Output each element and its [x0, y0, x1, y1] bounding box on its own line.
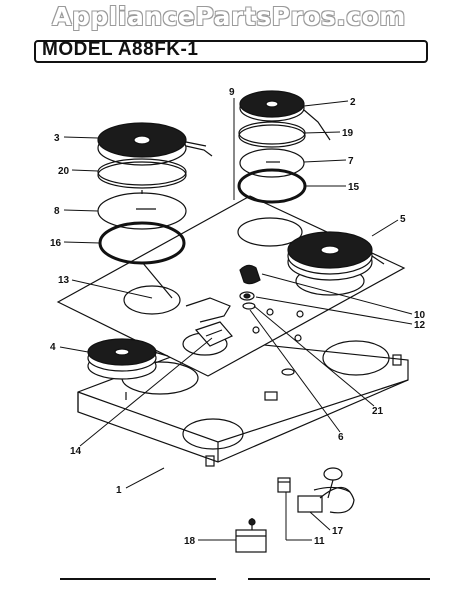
- callout-10: 10: [414, 310, 426, 321]
- element-2-assembly: [237, 90, 331, 204]
- callout-7: 7: [348, 156, 354, 167]
- callout-5: 5: [400, 214, 406, 225]
- callout-4: 4: [50, 342, 56, 353]
- small-surface-element: [87, 338, 169, 380]
- callout-19: 19: [342, 128, 354, 139]
- callout-3: 3: [54, 133, 60, 144]
- cooktop-housing: [77, 339, 409, 467]
- callout-13: 13: [58, 275, 70, 286]
- callout-1: 1: [116, 485, 122, 496]
- model-title: MODEL A88FK-1: [42, 39, 199, 60]
- element-3-assembly: [97, 122, 213, 299]
- callout-6: 6: [338, 432, 344, 443]
- footer-rule-right: [248, 578, 430, 580]
- knob-parts: [239, 264, 261, 310]
- large-surface-element: [287, 231, 385, 281]
- callout-21: 21: [372, 406, 384, 417]
- control-18: [235, 518, 267, 553]
- callout-17: 17: [332, 526, 344, 537]
- watermark-text: AppliancePartsPros.com: [52, 2, 406, 31]
- callout-labels: 1 2 3 4 5 6 7 8 9 10 11 12 13 14 15 16 1…: [50, 87, 426, 547]
- callout-2: 2: [350, 97, 356, 108]
- footer-rule-left: [60, 578, 216, 580]
- callout-14: 14: [70, 446, 82, 457]
- callout-11: 11: [314, 536, 325, 547]
- mounting-bracket: [194, 321, 233, 347]
- callout-16: 16: [50, 238, 62, 249]
- component-17: [297, 467, 355, 514]
- leader-lines: [59, 98, 413, 541]
- callout-12: 12: [414, 320, 426, 331]
- callout-15: 15: [348, 182, 360, 193]
- callout-18: 18: [184, 536, 196, 547]
- callout-9: 9: [229, 87, 235, 98]
- callout-20: 20: [58, 166, 70, 177]
- switch-11: [277, 477, 291, 493]
- model-title-frame: [34, 40, 428, 63]
- callout-8: 8: [54, 206, 60, 217]
